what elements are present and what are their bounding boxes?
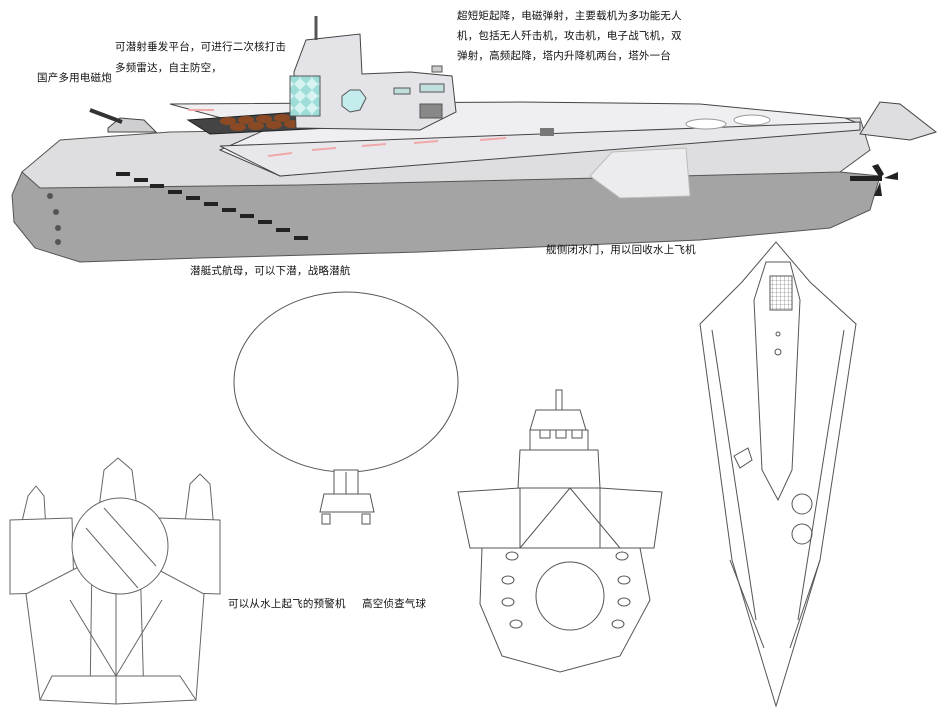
side-water-hatch xyxy=(589,147,691,199)
label-vls-platform: 可潜射垂发平台，可进行二次核打击 xyxy=(115,41,287,53)
label-recon-balloon: 高空侦查气球 xyxy=(362,598,427,610)
island-tower xyxy=(293,33,457,131)
angled-deck xyxy=(219,121,861,177)
label-railgun: 国产多用电磁炮 xyxy=(37,72,112,84)
top-view-grid-elevator xyxy=(769,275,793,311)
top-view-elevator-2 xyxy=(791,523,813,545)
label-submarine-carrier: 潜艇式航母，可以下潜，战略潜航 xyxy=(190,265,351,277)
front-bow-opening xyxy=(535,561,605,631)
island-radar-panel xyxy=(289,75,321,117)
front-tube-ports xyxy=(501,551,631,629)
hull-marks xyxy=(116,172,308,240)
top-view-submarine-carrier xyxy=(699,241,857,708)
label-aew-aircraft: 可以从水上起飞的预警机 xyxy=(228,598,346,610)
label-takeoff-line-2: 机，包括无人歼击机，攻击机，电子战飞机，双 xyxy=(457,30,682,42)
recon-balloon xyxy=(233,291,459,525)
label-takeoff-launch: 超短矩起降，电磁弹射，主要载机为多功能无人 机，包括无人歼击机，攻击机，电子战飞… xyxy=(457,6,682,66)
deck-markings xyxy=(188,109,507,157)
label-takeoff-line-3: 弹射，高频起降，塔内升降机两台，塔外一台 xyxy=(457,50,671,62)
bow-portholes xyxy=(47,193,61,245)
elevator-hatch-pattern xyxy=(220,114,300,131)
label-side-hatch: 舰侧闭水门，用以回收水上飞机 xyxy=(546,244,696,256)
label-takeoff-line-1: 超短矩起降，电磁弹射，主要载机为多功能无人 xyxy=(457,10,682,22)
aew-aircraft-front-view xyxy=(9,457,221,705)
side-view-submarine-carrier xyxy=(11,16,938,263)
front-view-submarine-carrier xyxy=(457,389,663,673)
island-hex-radar xyxy=(341,89,367,113)
aew-radar-dome xyxy=(71,497,169,595)
stern-fin xyxy=(859,101,938,141)
balloon-envelope xyxy=(233,291,459,473)
railgun-turret xyxy=(89,108,158,133)
label-radar-air-defense: 多频雷达，自主防空， xyxy=(115,62,222,74)
propeller-icon xyxy=(850,164,898,196)
top-view-elevator-1 xyxy=(791,493,813,515)
